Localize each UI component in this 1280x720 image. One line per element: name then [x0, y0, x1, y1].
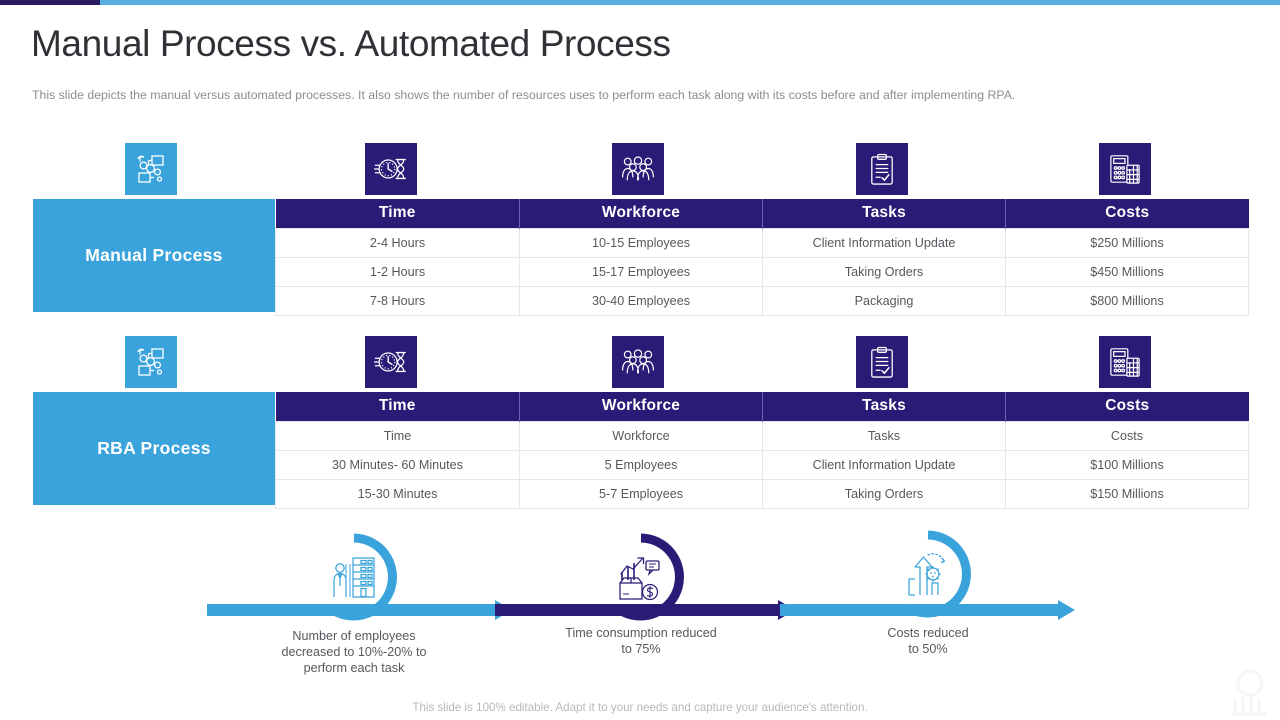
cell-costs: $100 Millions [1005, 449, 1249, 480]
rba-process-table: Time Workforce Tasks Costs Time Workforc… [275, 392, 1249, 509]
cell-tasks: Tasks [762, 420, 1006, 451]
timeline-caption-2-line2: to 75% [621, 642, 661, 656]
cell-time: Time [275, 420, 520, 451]
icon-strip-manual [0, 143, 1280, 195]
cell-workforce: 10-15 Employees [519, 227, 763, 258]
top-accent-bar [0, 0, 1280, 5]
page-title: Manual Process vs. Automated Process [31, 23, 671, 64]
cell-costs: $250 Millions [1005, 227, 1249, 258]
column-header-tasks: Tasks [762, 199, 1006, 228]
cell-costs: Costs [1005, 420, 1249, 451]
table-row: 2-4 Hours 10-15 Employees Client Informa… [275, 227, 1249, 258]
people-group-icon [612, 143, 664, 195]
column-header-time: Time [275, 199, 520, 228]
manual-process-label: Manual Process [85, 245, 223, 265]
calculator-icon [1099, 143, 1151, 195]
cell-workforce: 30-40 Employees [519, 285, 763, 316]
timeline-caption-3: Costs reduced to 50% [818, 625, 1038, 657]
cell-workforce: 5-7 Employees [519, 478, 763, 509]
clock-hourglass-icon [365, 336, 417, 388]
process-gears-icon [125, 143, 177, 195]
cell-tasks: Packaging [762, 285, 1006, 316]
table-row: 30 Minutes- 60 Minutes 5 Employees Clien… [275, 449, 1249, 480]
timeline-caption-2-line1: Time consumption reduced [565, 626, 717, 640]
timeline-caption-3-line2: to 50% [908, 642, 948, 656]
timeline-arrow-2 [495, 600, 795, 620]
cell-workforce: 15-17 Employees [519, 256, 763, 287]
column-header-costs: Costs [1005, 199, 1249, 228]
page-subtitle: This slide depicts the manual versus aut… [32, 88, 1016, 102]
cell-tasks: Client Information Update [762, 227, 1006, 258]
timeline-step-3 [881, 527, 975, 621]
calculator-icon [1099, 336, 1151, 388]
manual-process-table: Time Workforce Tasks Costs 2-4 Hours 10-… [275, 199, 1249, 316]
table-row: 15-30 Minutes 5-7 Employees Taking Order… [275, 478, 1249, 509]
timeline-step-2 [594, 530, 688, 624]
manual-process-label-box: Manual Process [33, 199, 275, 312]
rba-process-label: RBA Process [97, 438, 211, 458]
rba-process-block: RBA Process Time Workforce Tasks Costs T… [33, 392, 1249, 509]
column-header-tasks: Tasks [762, 392, 1006, 421]
timeline-caption-1-line3: perform each task [303, 661, 405, 675]
manual-process-block: Manual Process Time Workforce Tasks Cost… [33, 199, 1249, 316]
top-accent-dark-segment [0, 0, 100, 5]
table-header-row: Time Workforce Tasks Costs [275, 199, 1249, 228]
cell-workforce: 5 Employees [519, 449, 763, 480]
top-accent-light-segment [100, 0, 1280, 5]
timeline-caption-3-line1: Costs reduced [887, 626, 969, 640]
timeline-arrow-1 [207, 600, 512, 620]
footer-note: This slide is 100% editable. Adapt it to… [412, 701, 868, 714]
watermark-logo-icon [1228, 666, 1272, 716]
clipboard-check-icon [856, 143, 908, 195]
timeline-caption-1-line2: decreased to 10%-20% to [281, 645, 427, 659]
column-header-workforce: Workforce [519, 199, 763, 228]
table-row: Time Workforce Tasks Costs [275, 420, 1249, 451]
column-header-time: Time [275, 392, 520, 421]
cell-time: 2-4 Hours [275, 227, 520, 258]
cell-time: 15-30 Minutes [275, 478, 520, 509]
column-header-costs: Costs [1005, 392, 1249, 421]
clock-hourglass-icon [365, 143, 417, 195]
cell-tasks: Client Information Update [762, 449, 1006, 480]
cell-tasks: Taking Orders [762, 256, 1006, 287]
clipboard-check-icon [856, 336, 908, 388]
cell-workforce: Workforce [519, 420, 763, 451]
cell-tasks: Taking Orders [762, 478, 1006, 509]
process-gears-icon [125, 336, 177, 388]
cell-costs: $800 Millions [1005, 285, 1249, 316]
timeline-caption-2: Time consumption reduced to 75% [531, 625, 751, 657]
timeline-step-1 [307, 530, 401, 624]
cell-time: 1-2 Hours [275, 256, 520, 287]
rba-process-label-box: RBA Process [33, 392, 275, 505]
cell-time: 7-8 Hours [275, 285, 520, 316]
icon-strip-rba [0, 336, 1280, 388]
cell-costs: $150 Millions [1005, 478, 1249, 509]
timeline-caption-1-line1: Number of employees [292, 629, 416, 643]
table-row: 1-2 Hours 15-17 Employees Taking Orders … [275, 256, 1249, 287]
table-header-row: Time Workforce Tasks Costs [275, 392, 1249, 421]
timeline-caption-1: Number of employees decreased to 10%-20%… [244, 628, 464, 676]
cell-time: 30 Minutes- 60 Minutes [275, 449, 520, 480]
column-header-workforce: Workforce [519, 392, 763, 421]
table-row: 7-8 Hours 30-40 Employees Packaging $800… [275, 285, 1249, 316]
cell-costs: $450 Millions [1005, 256, 1249, 287]
people-group-icon [612, 336, 664, 388]
